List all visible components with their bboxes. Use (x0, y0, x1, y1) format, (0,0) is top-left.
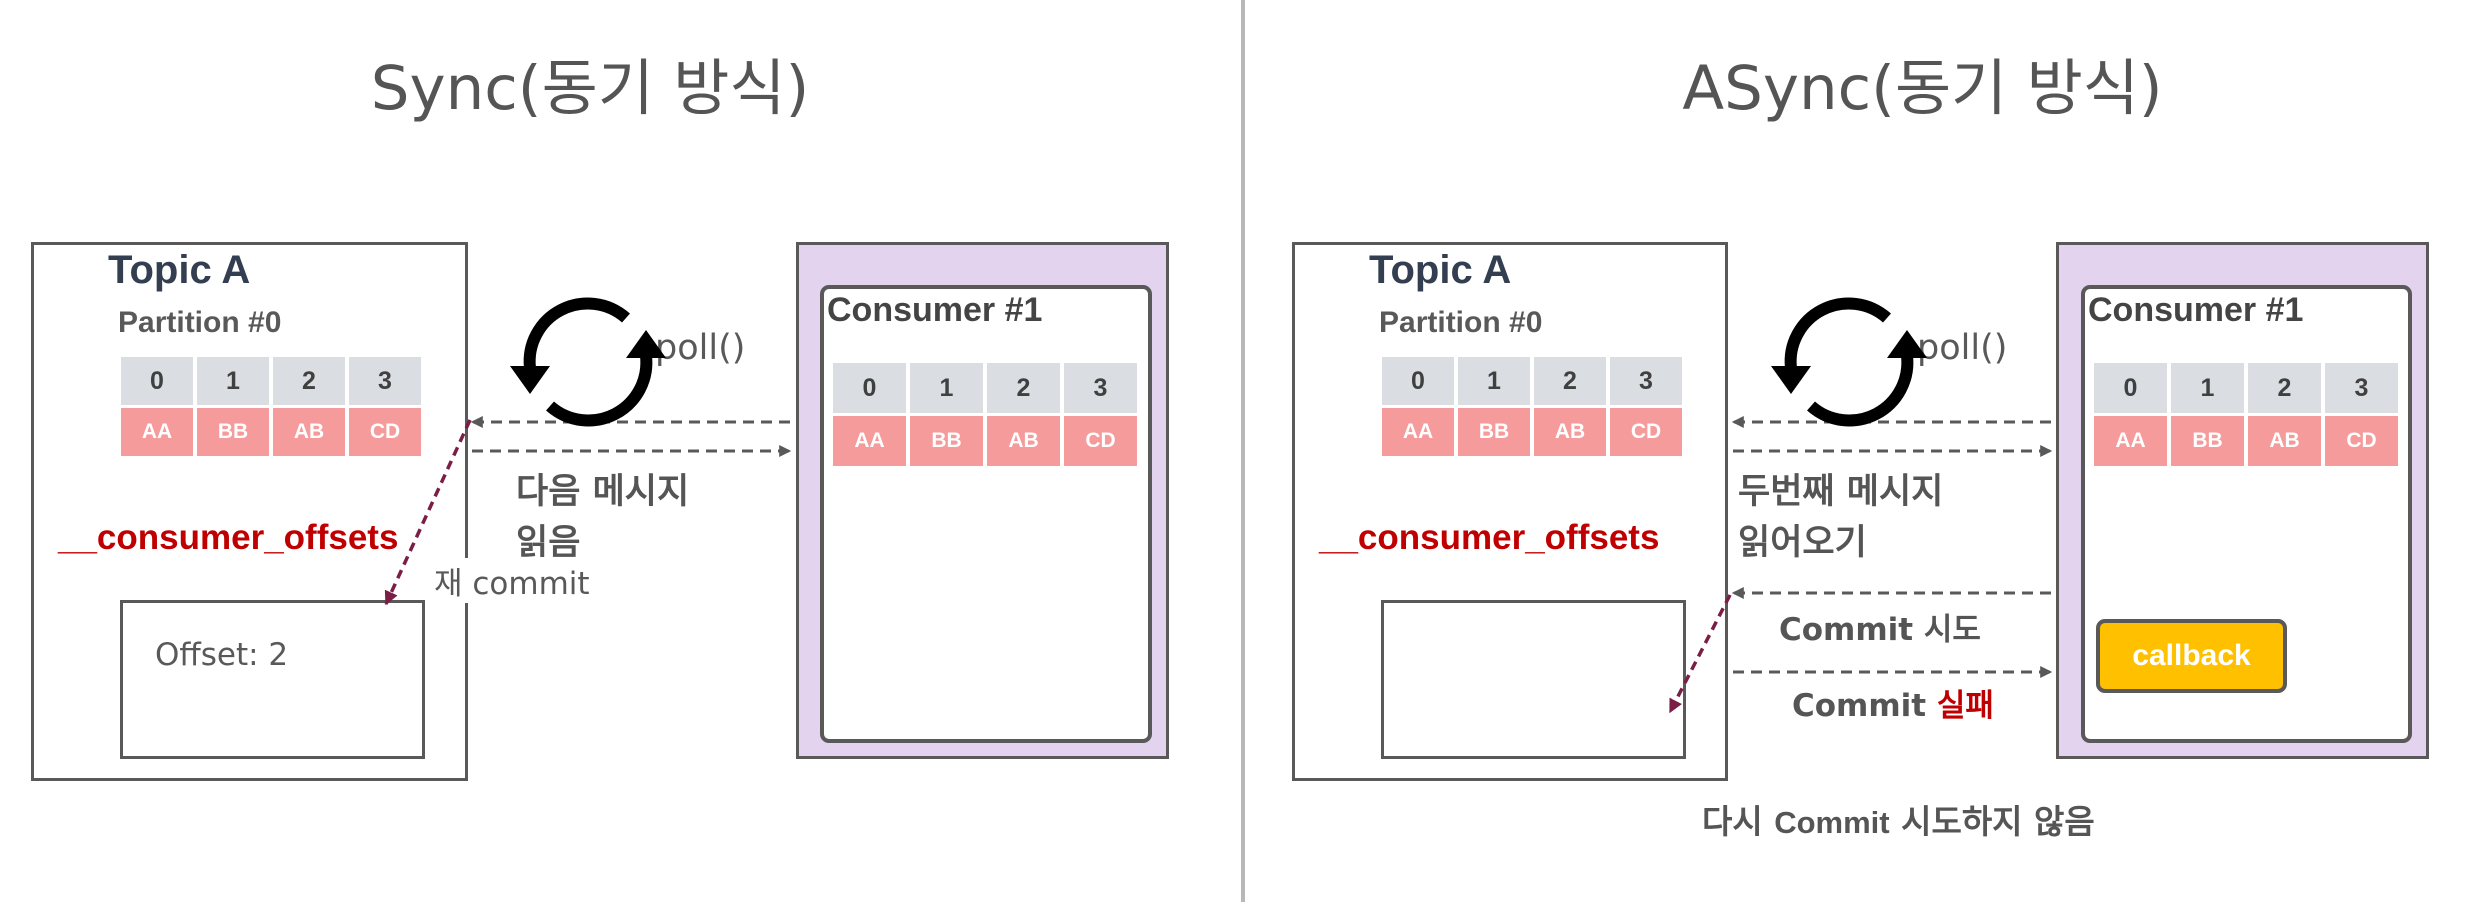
sync-consumer-index-cell-2: 2 (987, 363, 1060, 413)
panel-divider (1241, 0, 1245, 902)
async-topic-index-cell-0: 0 (1382, 357, 1454, 405)
partition-label-sync: Partition #0 (118, 306, 282, 339)
sync-consumer-index-cell-0: 0 (833, 363, 906, 413)
next-message-label-line2: 읽음 (516, 523, 581, 563)
commit-retry-arrow-async (1668, 594, 1732, 714)
async-consumer-value-cell-3: CD (2325, 416, 2398, 466)
sync-topic-index-cell-0: 0 (121, 357, 193, 405)
sync-consumer-index-cell-3: 3 (1064, 363, 1137, 413)
sync-consumer-value-cell-1: BB (910, 416, 983, 466)
sync-title: Sync(동기 방식) (370, 53, 810, 124)
async-topic-value-cell-1: BB (1458, 408, 1530, 456)
second-message-label-line1: 두번째 메시지 (1738, 472, 1944, 512)
offsets-box-async (1381, 600, 1686, 759)
no-retry-suffix: 시도하지 않음 (1889, 802, 2095, 841)
async-topic-value-cell-3: CD (1610, 408, 1682, 456)
async-topic-value-cell-2: AB (1534, 408, 1606, 456)
async-topic-value-cell-0: AA (1382, 408, 1454, 456)
no-retry-commit: Commit (1774, 805, 1890, 840)
refresh-cycle-icon-async (1771, 297, 1927, 427)
sync-consumer-value-cell-0: AA (833, 416, 906, 466)
async-title: ASync(동기 방식) (1682, 53, 2163, 124)
async-consumer-index-cell-0: 0 (2094, 363, 2167, 413)
commit-fail-word: 실패 (1936, 688, 1994, 724)
sync-topic-index-cell-1: 1 (197, 357, 269, 405)
poll-label-async: poll() (1917, 328, 2008, 368)
recommit-label: 재 commit (432, 558, 592, 603)
commit-fail-prefix: Commit (1792, 688, 1937, 724)
sync-consumer-value-cell-3: CD (1064, 416, 1137, 466)
async-consumer-value-cell-1: BB (2171, 416, 2244, 466)
second-message-label-line2: 읽어오기 (1738, 523, 1867, 563)
sync-topic-value-cell-1: BB (197, 408, 269, 456)
consumer-inner-sync (820, 285, 1152, 743)
async-consumer-value-cell-2: AB (2248, 416, 2321, 466)
refresh-cycle-icon (510, 297, 666, 427)
async-topic-index-cell-2: 2 (1534, 357, 1606, 405)
async-consumer-index-cell-2: 2 (2248, 363, 2321, 413)
commit-try-label: Commit 시도 (1779, 612, 1981, 648)
async-topic-index-cell-3: 3 (1610, 357, 1682, 405)
consumer-title-sync: Consumer #1 (827, 291, 1043, 329)
async-consumer-index-cell-3: 3 (2325, 363, 2398, 413)
sync-topic-index-cell-2: 2 (273, 357, 345, 405)
consumer-offsets-label-sync: __consumer_offsets (58, 518, 399, 557)
sync-topic-value-cell-3: CD (349, 408, 421, 456)
topic-title-sync: Topic A (108, 248, 251, 292)
next-message-label-line1: 다음 메시지 (516, 472, 690, 512)
async-consumer-index-cell-1: 1 (2171, 363, 2244, 413)
consumer-offsets-label-async: __consumer_offsets (1319, 518, 1660, 557)
sync-topic-value-cell-0: AA (121, 408, 193, 456)
offsets-box-sync (120, 600, 425, 759)
sync-topic-value-cell-2: AB (273, 408, 345, 456)
partition-label-async: Partition #0 (1379, 306, 1543, 339)
sync-topic-index-cell-3: 3 (349, 357, 421, 405)
callback-box: callback (2096, 619, 2287, 693)
async-consumer-value-cell-0: AA (2094, 416, 2167, 466)
async-topic-index-cell-1: 1 (1458, 357, 1530, 405)
commit-fail-label: Commit 실패 (1792, 680, 1994, 725)
sync-consumer-value-cell-2: AB (987, 416, 1060, 466)
offset-value-sync: Offset: 2 (155, 637, 289, 673)
sync-consumer-index-cell-1: 1 (910, 363, 983, 413)
no-retry-prefix: 다시 (1702, 802, 1775, 841)
recommit-arrow-sync (384, 419, 472, 606)
topic-title-async: Topic A (1369, 248, 1512, 292)
no-retry-label: 다시 Commit 시도하지 않음 (1702, 795, 2095, 843)
consumer-title-async: Consumer #1 (2088, 291, 2304, 329)
poll-label-sync: poll() (655, 328, 746, 368)
